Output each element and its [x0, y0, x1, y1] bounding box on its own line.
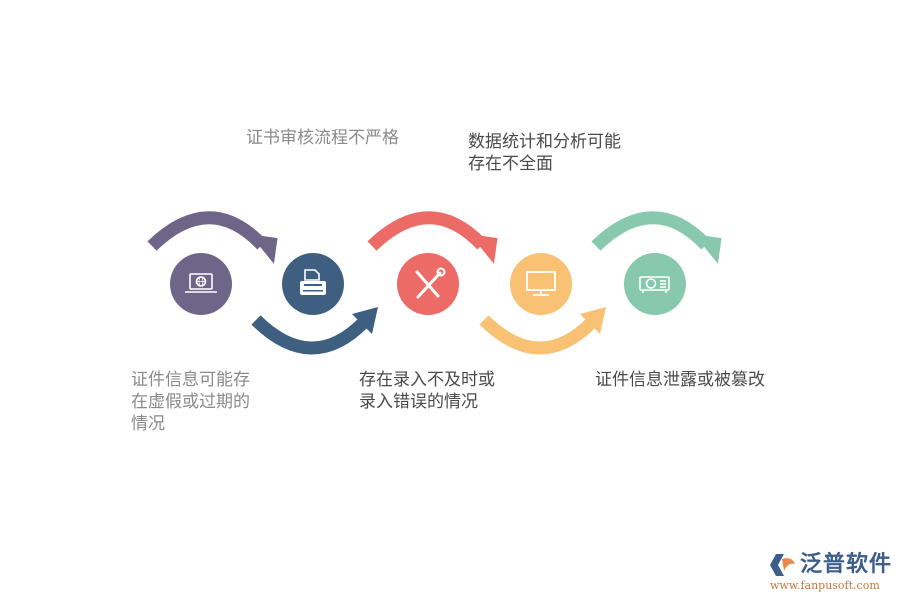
step-4-monitor — [510, 253, 572, 315]
fanpusoft-logo: 泛普软件 www.fanpusoft.com — [768, 552, 896, 596]
step-5-label: 证件信息泄露或被篡改 — [595, 370, 765, 390]
logo-brand-text: 泛普软件 — [800, 552, 893, 577]
step-5-projector — [624, 253, 686, 315]
arrow-5-green — [591, 211, 722, 264]
step-1-laptop — [170, 253, 232, 315]
step-4-label: 数据统计和分析可能 存在不全面 — [468, 132, 621, 174]
wrench-screwdriver-icon — [415, 267, 446, 299]
arrow-1-purple — [147, 211, 278, 264]
arrow-4-orange — [479, 307, 606, 355]
laptop-globe-icon — [185, 273, 217, 293]
step-2-typewriter — [282, 253, 344, 315]
projector-icon — [639, 276, 670, 293]
arrow-2-navy — [251, 307, 378, 355]
step-3-label: 存在录入不及时或 录入错误的情况 — [359, 370, 495, 412]
logo-mark-icon — [770, 554, 795, 576]
step-1-label: 证件信息可能存 在虚假或过期的 情况 — [131, 370, 250, 434]
step-2-label: 证书审核流程不严格 — [246, 128, 399, 148]
step-3-tools — [397, 253, 459, 315]
logo-url-text: www.fanpusoft.com — [770, 579, 880, 592]
monitor-icon — [526, 271, 556, 296]
arrow-3-red — [367, 211, 498, 264]
typewriter-icon — [300, 269, 326, 295]
